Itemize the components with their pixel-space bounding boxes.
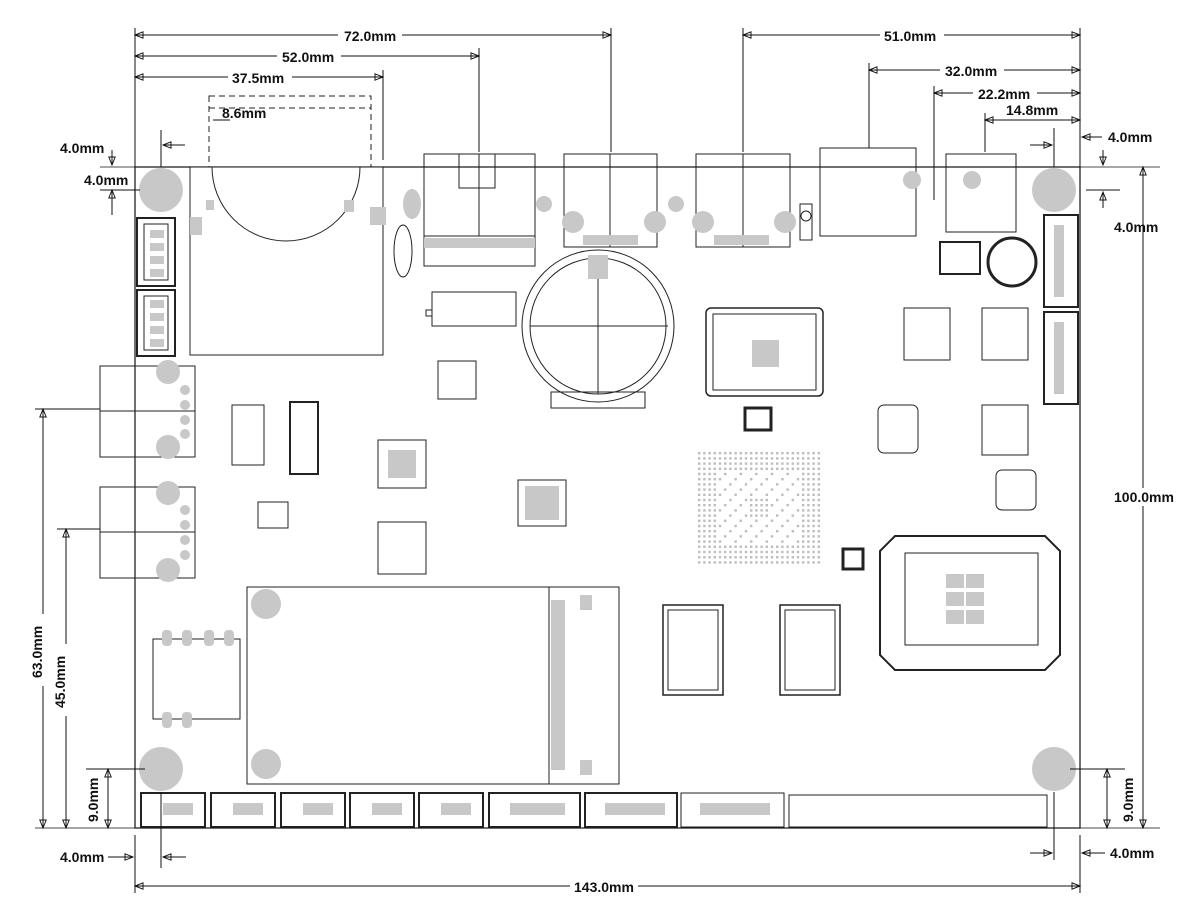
dim-hole-bottom-left-y: 9.0mm [85, 778, 101, 822]
dim-hole-top-right-x: 4.0mm [1108, 129, 1152, 145]
pcb-components [99, 95, 1079, 828]
bottom-connectors [140, 792, 1048, 828]
small-ics [231, 360, 865, 575]
dim-width-143: 143.0mm [574, 879, 634, 895]
dim-hole-top-left-x: 4.0mm [60, 140, 104, 156]
dim-height-100: 100.0mm [1114, 489, 1174, 505]
power-components [425, 236, 1038, 511]
dimension-lines [35, 28, 1160, 893]
mini-pcie-slot [246, 586, 620, 785]
left-ports [99, 360, 196, 582]
right-connectors [1043, 214, 1079, 405]
top-connectors [393, 147, 1017, 278]
left-connectors [136, 217, 176, 357]
dim-hole-bottom-right-y: 9.0mm [1120, 778, 1136, 822]
qfp-processor [879, 535, 1061, 671]
dim-height-63: 63.0mm [29, 626, 45, 678]
dim-width-8-6: 8.6mm [222, 105, 266, 121]
mounting-hole-bottom-right [1032, 747, 1076, 791]
dim-width-51: 51.0mm [884, 28, 936, 44]
dim-hole-top-right-y: 4.0mm [1114, 219, 1158, 235]
memory-chips [662, 604, 841, 696]
mounting-hole-top-left [139, 168, 183, 212]
bga-dot-grid [698, 452, 820, 564]
mounting-holes [139, 168, 1076, 791]
dim-width-22-2: 22.2mm [978, 86, 1030, 102]
mounting-hole-bottom-left [139, 747, 183, 791]
dim-height-45: 45.0mm [52, 656, 68, 708]
coin-cell-battery [521, 249, 675, 409]
dim-width-14-8: 14.8mm [1006, 102, 1058, 118]
dim-width-72: 72.0mm [344, 28, 396, 44]
mounting-hole-top-right [1032, 168, 1076, 212]
dim-hole-top-left-y: 4.0mm [84, 172, 128, 188]
transformer [152, 630, 241, 728]
dim-hole-bottom-right-x: 4.0mm [1110, 845, 1154, 861]
dimension-labels: 72.0mm 52.0mm 37.5mm 8.6mm 51.0mm 32.0mm… [28, 27, 1174, 895]
dim-width-52: 52.0mm [282, 49, 334, 65]
dim-hole-bottom-left-x: 4.0mm [60, 849, 104, 865]
dim-width-37-5: 37.5mm [232, 70, 284, 86]
main-soc [705, 307, 824, 397]
sd-card-slot [189, 95, 386, 356]
dim-width-32: 32.0mm [945, 63, 997, 79]
